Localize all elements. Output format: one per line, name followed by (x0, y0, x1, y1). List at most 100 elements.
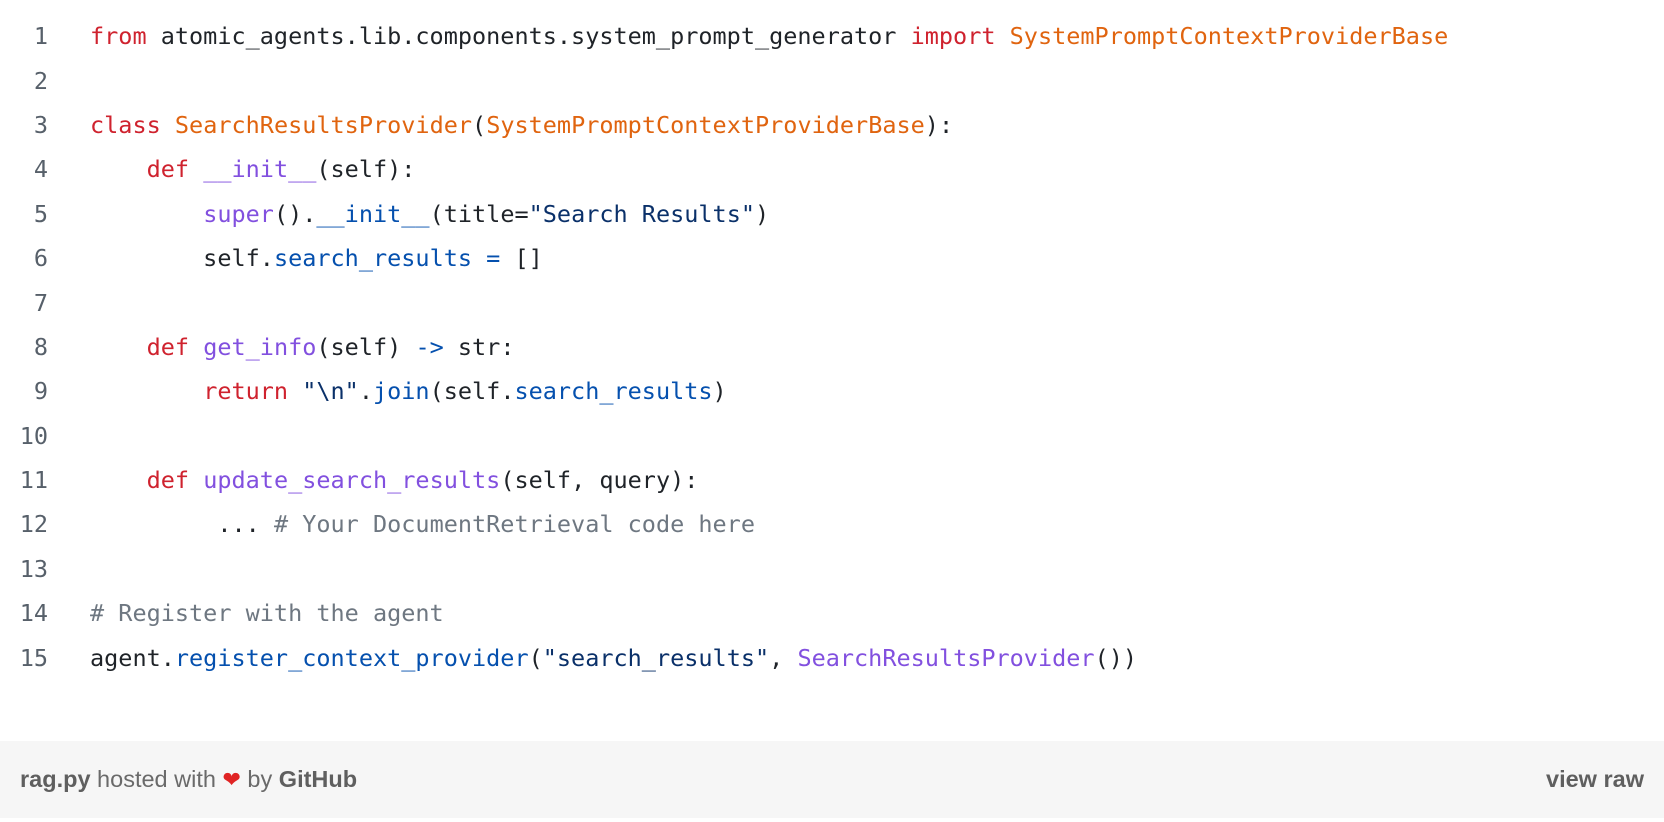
code-token: register_context_provider (174, 643, 529, 672)
code-line: 2 (0, 58, 1664, 102)
code-line: 6 self.search_results = [] (0, 236, 1664, 280)
code-token: # Register with the agent (90, 599, 444, 628)
code-line: 14 # Register with the agent (0, 591, 1664, 635)
line-code: def get_info(self) -> str: (90, 332, 515, 361)
code-token: self. (90, 244, 274, 273)
line-number[interactable]: 10 (19, 421, 48, 450)
line-number[interactable]: 5 (33, 199, 48, 228)
line-number[interactable]: 3 (33, 110, 48, 139)
code-token: SearchResultsProvider (174, 110, 473, 139)
code-token: SystemPromptContextProviderBase (486, 110, 925, 139)
code-token: ( (472, 110, 487, 139)
gist-footer: rag.py hosted with ❤ by GitHub view raw (0, 741, 1664, 818)
code-token: (self) (316, 332, 416, 361)
code-token: def (146, 466, 190, 495)
code-token: update_search_results (203, 466, 501, 495)
line-number[interactable]: 11 (19, 466, 48, 495)
code-line: 1 from atomic_agents.lib.components.syste… (0, 14, 1664, 58)
line-code: class SearchResultsProvider(SystemPrompt… (90, 111, 953, 139)
line-number[interactable]: 15 (19, 643, 48, 672)
line-code: super().__init__(title="Search Results") (90, 200, 769, 228)
line-code: return "\n".join(self.search_results) (90, 377, 727, 405)
line-number[interactable]: 2 (33, 66, 48, 95)
code-token (189, 466, 203, 494)
code-line: 4 def __init__(self): (0, 147, 1664, 191)
code-token: (self): (316, 155, 416, 184)
code-line: 11 def update_search_results(self, query… (0, 458, 1664, 502)
code-line: 10 (0, 414, 1664, 458)
code-token (90, 200, 203, 228)
view-raw-link[interactable]: view raw (1546, 766, 1644, 792)
code-token: (). (273, 199, 317, 228)
code-token: ): (924, 110, 954, 139)
line-number[interactable]: 9 (33, 377, 48, 406)
line-number[interactable]: 1 (33, 22, 48, 51)
code-token: def (146, 332, 190, 361)
line-code: ... # Your DocumentRetrieval code here (90, 510, 755, 538)
code-token: join (372, 377, 430, 406)
code-token (996, 22, 1010, 50)
code-token: __init__ (316, 199, 430, 228)
code-line: 3 class SearchResultsProvider(SystemPromp… (0, 103, 1664, 147)
code-token (472, 244, 486, 272)
code-token: __init__ (203, 155, 317, 184)
code-token (90, 377, 203, 405)
line-number[interactable]: 14 (19, 599, 48, 628)
code-token: search_results (514, 377, 713, 406)
code-line: 15 agent.register_context_provider("searc… (0, 635, 1664, 679)
line-number[interactable]: 6 (33, 244, 48, 273)
code-line: 7 (0, 280, 1664, 324)
code-token: "search_results" (542, 643, 770, 672)
github-link[interactable]: GitHub (278, 766, 358, 792)
code-line: 9 return "\n".join(self.search_results) (0, 369, 1664, 413)
code-token: ( (528, 643, 543, 672)
line-code: self.search_results = [] (90, 244, 543, 272)
code-line: 12 ... # Your DocumentRetrieval code her… (0, 502, 1664, 546)
code-token (90, 466, 147, 494)
line-number[interactable]: 4 (33, 155, 48, 184)
line-code: from atomic_agents.lib.components.system… (90, 22, 1448, 50)
code-token: = (486, 244, 501, 273)
code-token: import (910, 22, 996, 51)
code-token: [] (500, 244, 543, 273)
line-number[interactable]: 13 (19, 554, 48, 583)
line-code: agent.register_context_provider("search_… (90, 644, 1137, 672)
code-block: 1 from atomic_agents.lib.components.syste… (0, 14, 1664, 680)
code-token: (self. (429, 377, 515, 406)
line-number[interactable]: 8 (33, 332, 48, 361)
line-code: def update_search_results(self, query): (90, 466, 699, 495)
code-token (90, 333, 147, 361)
code-token: return (203, 377, 289, 406)
code-token: str: (443, 332, 515, 361)
code-token: get_info (203, 332, 317, 361)
code-token: , (769, 643, 798, 672)
code-token (189, 155, 203, 183)
code-token: SearchResultsProvider (797, 643, 1095, 672)
code-token: -> (415, 332, 444, 361)
code-token: ) (755, 199, 770, 228)
code-token: (self, query): (500, 466, 699, 495)
code-token: ) (712, 377, 727, 406)
code-token: def (146, 155, 190, 184)
line-number[interactable]: 12 (19, 510, 48, 539)
code-token: SystemPromptContextProviderBase (1009, 22, 1449, 51)
code-token: ()) (1094, 643, 1138, 672)
code-token: . (358, 377, 373, 406)
code-line: 8 def get_info(self) -> str: (0, 325, 1664, 369)
line-number[interactable]: 7 (33, 288, 48, 317)
code-token: atomic_agents.lib.components.system_prom… (146, 22, 911, 51)
filename-link[interactable]: rag.py (20, 766, 91, 792)
by-text: by (240, 766, 279, 792)
code-token (161, 111, 175, 139)
line-code: # Register with the agent (90, 599, 444, 627)
code-line: 13 (0, 547, 1664, 591)
gist-meta: rag.py hosted with ❤ by GitHub (20, 766, 357, 793)
line-code: def __init__(self): (90, 155, 416, 184)
code-token: super (203, 199, 274, 228)
code-token: from (90, 22, 147, 51)
code-token: # Your DocumentRetrieval code here (273, 510, 755, 539)
heart-icon: ❤ (222, 768, 241, 793)
code-token: "Search Results" (528, 199, 755, 228)
code-token: agent. (90, 643, 175, 672)
